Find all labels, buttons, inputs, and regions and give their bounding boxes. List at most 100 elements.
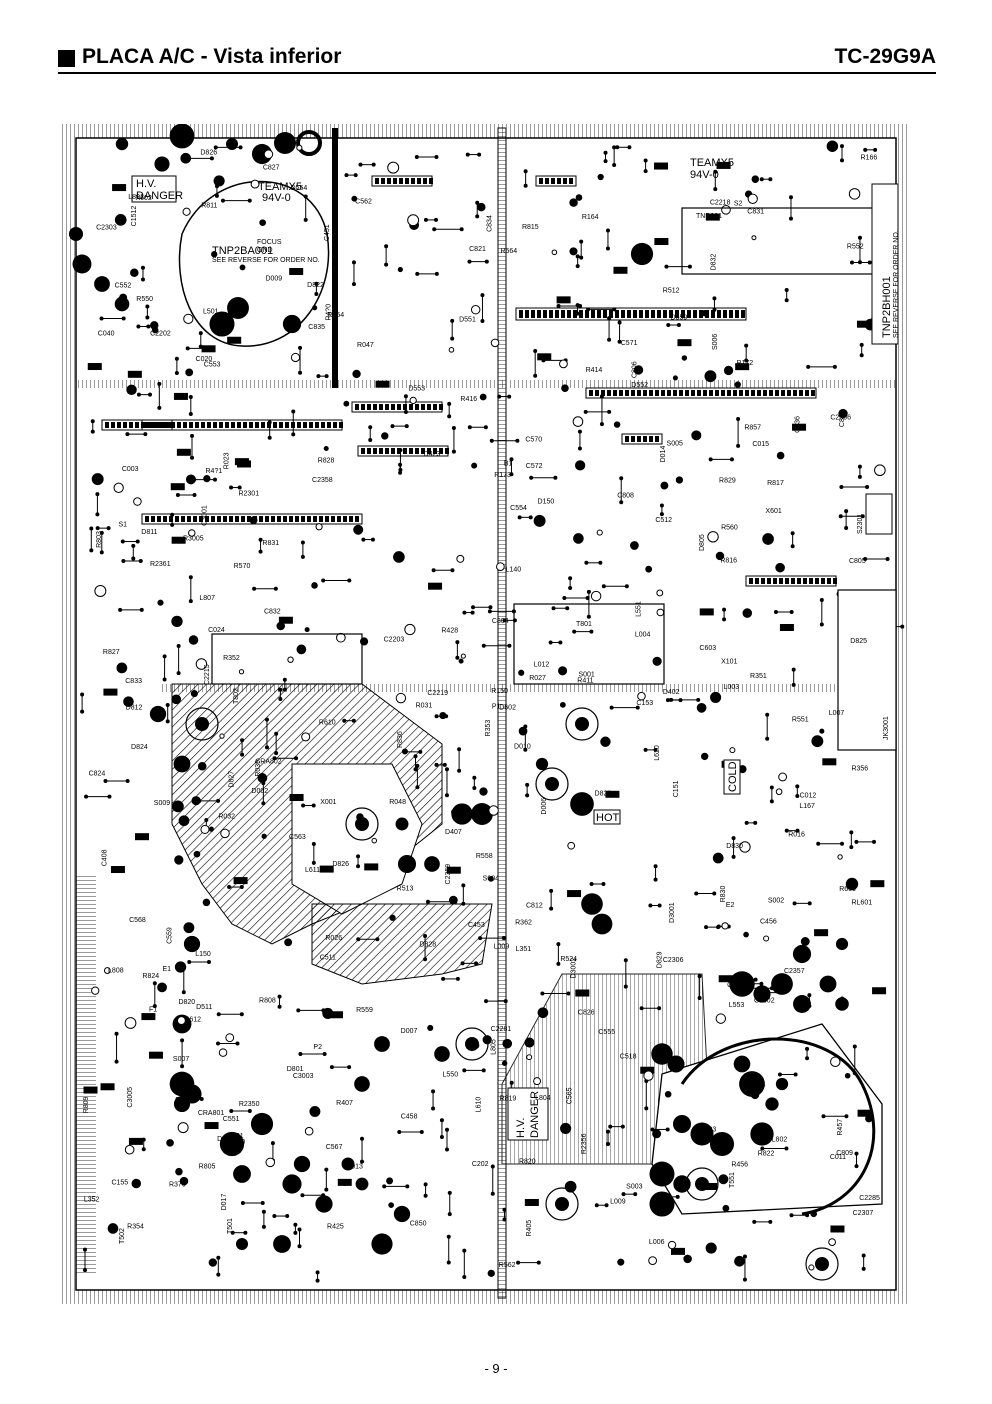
component-ref-label: R4?1 [206,468,223,475]
component-ref-label: C554 [510,505,527,512]
component-ref-label: C015 [752,441,769,448]
component-ref-label: C2285 [859,1195,880,1202]
component-ref-label: C2215 [204,664,211,685]
component-ref-label: R039 [255,760,262,777]
component-ref-label: R819 [500,1095,517,1102]
component-ref-label: S007 [173,1056,189,1063]
component-ref-label: C836 [795,416,802,433]
component-ref-label: RL601 [851,900,872,907]
component-ref-label: C805 [849,558,866,565]
component-ref-label: R354 [127,1224,144,1231]
component-ref-label: C2303 [96,225,117,232]
page-header: PLACA A/C - Vista inferior TC-29G9A [58,44,936,74]
component-ref-label: C2357 [784,968,805,975]
component-ref-label: C2202 [150,330,171,337]
component-ref-label: X601 [765,508,781,515]
component-ref-label: C512 [655,517,672,524]
component-ref-label: R027 [529,675,546,682]
component-ref-label: D402 [663,689,680,696]
component-ref-label: D824 [131,744,148,751]
component-ref-label: D828 [419,941,436,948]
component-ref-label: X001 [320,799,336,806]
component-ref-label: L006 [649,1239,665,1246]
page-title: PLACA A/C - Vista inferior [82,45,342,68]
component-ref-label: D013 [346,1163,363,1170]
component-ref-label: S002 [768,898,784,905]
component-ref-label: R827 [103,649,120,656]
component-ref-label: L009 [494,944,510,951]
component-ref-label: D830 [726,843,743,850]
component-ref-label: D811 [141,529,157,536]
component-ref-label: C834 [487,215,494,232]
component-ref-label: C555 [598,1029,615,1036]
component-ref-label: C561 [749,1081,766,1088]
svg-text:TEAMX5: TEAMX5 [258,181,302,193]
traces [80,144,905,1283]
component-ref-label: D3001 [669,902,676,923]
component-ref-label: C2307 [853,1210,874,1217]
component-ref-label: C553 [204,362,221,369]
svg-text:HOT: HOT [596,812,620,824]
component-ref-label: D804 [217,1136,234,1143]
component-ref-label: R154 [327,312,344,319]
component-ref-label: R805 [199,1163,216,1170]
component-ref-label: R2356 [581,1133,588,1154]
component-ref-label: C024 [208,627,225,634]
label-t551: T551 [729,1172,736,1188]
component-ref-label: R356 [851,766,868,773]
solder-pads [68,124,886,1281]
model-number: TC-29G9A [834,45,936,68]
component-ref-label: C040 [98,331,115,338]
component-ref-label: D150 [538,499,555,506]
component-ref-label: P2 [313,1044,322,1051]
component-ref-label: R3005 [183,535,204,542]
component-ref-label: C2217 [727,982,748,989]
pcb-drawing: H.V. DANGER TEAMX5 94V-0 TNP2BA001 SEE R… [62,124,910,1304]
component-ref-label: R407 [336,1100,353,1107]
component-ref-label: C2356 [830,414,851,421]
component-ref-label: C155 [111,1180,128,1187]
svg-text:H.V.: H.V. [515,1118,527,1138]
component-ref-label: D553 [408,385,425,392]
component-ref-label: R031 [416,703,433,710]
component-ref-label: S005 [667,440,683,447]
component-ref-label: R405 [526,1220,533,1237]
component-ref-label: D017 [221,1194,228,1211]
component-reference-labels: R352R354R353R356R351R362R558C559R560L352… [83,149,880,1269]
component-ref-label: R425 [327,1223,344,1230]
component-ref-label: D006 [541,798,548,815]
component-ref-label: L801 [128,194,144,201]
component-ref-label: C808 [617,492,634,499]
component-ref-label: L805 [490,1039,497,1055]
component-ref-label: C518 [620,1053,637,1060]
component-ref-label: C011 [830,1154,846,1161]
component-ref-label: C2281 [491,1026,512,1033]
divider-horizontal-mid [162,684,882,692]
component-ref-label: C571 [621,340,638,347]
component-ref-label: S006 [712,334,719,350]
header-rule [58,72,936,74]
component-ref-label: C202 [472,1161,489,1168]
component-ref-label: L004 [635,631,651,638]
component-ref-label: D009 [265,275,282,282]
component-ref-label: R830 [720,886,727,903]
component-ref-label: L620 [654,745,661,761]
component-ref-label: R808 [259,997,276,1004]
component-ref-label: R552 [847,243,864,250]
pcb-diagram: H.V. DANGER TEAMX5 94V-0 TNP2BA001 SEE R… [62,124,910,1304]
component-ref-label: L501 [203,309,219,316]
component-ref-label: C81 [231,1133,244,1140]
component-ref-label: C826 [578,1010,595,1017]
component-ref-label: R610 [319,719,336,726]
component-ref-label: S009 [154,800,170,807]
component-ref-label: C562 [355,199,372,206]
component-ref-label: D511 [196,1004,212,1011]
component-ref-label: R559 [356,1007,373,1014]
component-ref-label: D002 [251,788,268,795]
hatched-copper-areas [171,683,883,1216]
component-ref-label: C003 [122,466,139,473]
svg-text:TNP2BH001: TNP2BH001 [881,276,893,338]
svg-text:T801: T801 [576,621,592,628]
component-ref-label: L009 [610,1199,626,1206]
component-ref-label: C020 [196,356,213,363]
